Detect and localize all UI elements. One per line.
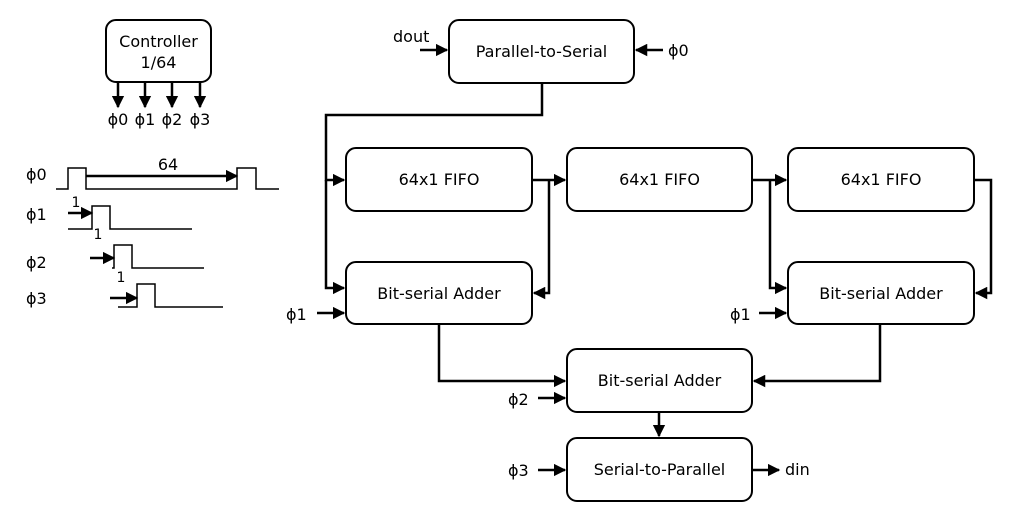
dout-label: dout: [393, 27, 429, 46]
controller-title: Controller: [119, 32, 198, 51]
delay-label: 1: [94, 227, 103, 243]
fifo-label-1: 64x1 FIFO: [399, 170, 480, 189]
adder-right-clock-label: ϕ1: [730, 305, 751, 324]
p2s-output-wire: [324, 83, 544, 187]
controller-ratio: 1/64: [141, 53, 177, 72]
parallel-to-serial-label: Parallel-to-Serial: [476, 42, 607, 61]
phi2-waveform: [112, 244, 204, 269]
controller-output-label: ϕ0: [108, 110, 129, 129]
controller-box: [105, 19, 212, 83]
p2s-to-adder-left-wire: [324, 180, 346, 295]
adder-right-to-middle-wire: [752, 324, 882, 388]
adder-left-to-middle-wire: [437, 324, 567, 388]
p2s-clock-label: ϕ0: [668, 41, 689, 60]
fifo2-to-adder-right-wire: [768, 180, 788, 295]
timing-signal-label: ϕ1: [26, 205, 47, 224]
adder-middle-clock-label: ϕ2: [508, 390, 529, 409]
controller-output-label: ϕ1: [135, 110, 156, 129]
fifo1-to-adder-left-wire: [532, 180, 551, 300]
phi1-waveform: [68, 205, 192, 230]
period-label: 64: [158, 155, 178, 174]
bit-serial-adder-middle-label: Bit-serial Adder: [598, 371, 722, 390]
controller-output-label: ϕ2: [162, 110, 183, 129]
timing-signal-label: ϕ0: [26, 165, 47, 184]
s2p-clock-label: ϕ3: [508, 461, 529, 480]
fifo-label-3: 64x1 FIFO: [841, 170, 922, 189]
bit-serial-adder-left-label: Bit-serial Adder: [377, 284, 501, 303]
din-label: din: [785, 460, 810, 479]
bit-serial-adder-right-label: Bit-serial Adder: [819, 284, 943, 303]
serial-to-parallel-label: Serial-to-Parallel: [594, 460, 725, 479]
delay-label: 1: [72, 195, 81, 211]
delay-label: 1: [117, 270, 126, 286]
phi3-waveform: [118, 283, 223, 308]
fifo-label-2: 64x1 FIFO: [619, 170, 700, 189]
timing-signal-label: ϕ3: [26, 289, 47, 308]
phi0-waveform: [56, 167, 279, 190]
adder-left-clock-label: ϕ1: [286, 305, 307, 324]
controller-output-label: ϕ3: [190, 110, 211, 129]
fifo3-to-adder-right-wire: [974, 178, 993, 300]
timing-signal-label: ϕ2: [26, 253, 47, 272]
